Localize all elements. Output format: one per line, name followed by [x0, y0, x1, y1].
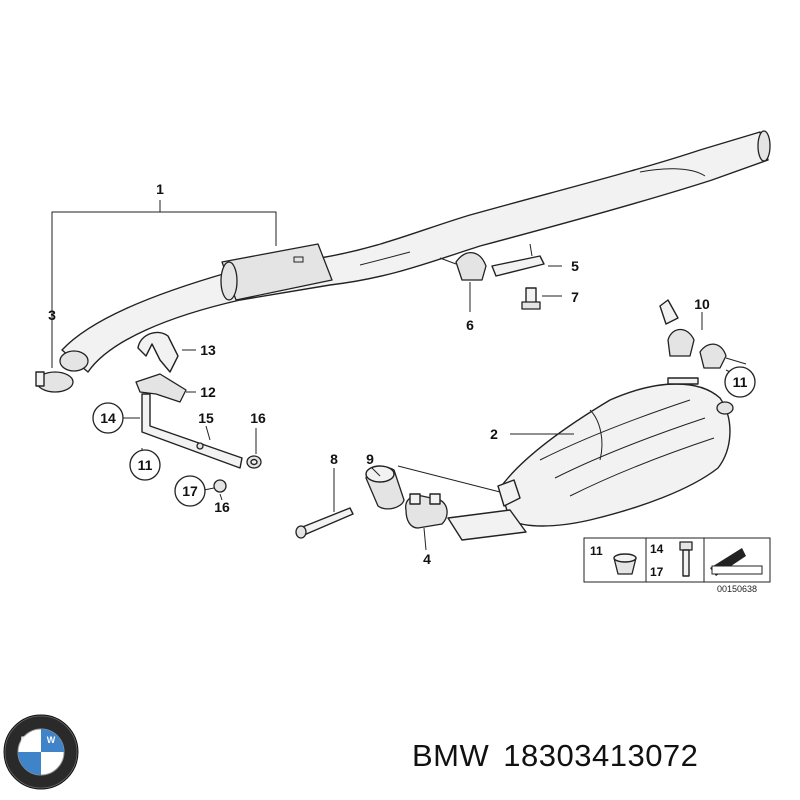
callout-circle-11-right: [724, 366, 756, 398]
legend-label-11: 11: [590, 544, 603, 558]
bracket-5: [491, 243, 545, 277]
label-17: 17: [182, 483, 198, 499]
brand-name: BMW: [412, 738, 490, 773]
label-11-left: 11: [138, 457, 153, 473]
label-7: 7: [571, 289, 579, 305]
label-3: 3: [48, 307, 56, 323]
label-8: 8: [330, 451, 338, 467]
callout-circle-17: [174, 475, 206, 507]
label-11-right: 11: [733, 374, 748, 390]
label-16-top: 16: [250, 410, 266, 426]
centre-silencer: [220, 243, 333, 301]
label-9: 9: [366, 451, 374, 467]
clip-12: [135, 373, 187, 403]
label-10: 10: [694, 296, 710, 312]
part-number: 18303413072: [503, 738, 699, 773]
legend-box: 11 14 17 00150638: [583, 537, 771, 594]
label-16-bottom: 16: [214, 499, 230, 515]
label-12: 12: [200, 384, 216, 400]
label-13: 13: [200, 342, 216, 358]
label-15: 15: [198, 410, 214, 426]
product-caption: BMW 18303413072: [412, 738, 712, 774]
label-4: 4: [423, 551, 431, 567]
label-14: 14: [100, 410, 116, 426]
callout-circle-11-left: [129, 449, 161, 481]
grommet-icon: [613, 553, 637, 575]
bolt-icon: [679, 541, 693, 577]
bolt-7: [521, 287, 541, 310]
clip-13: [137, 331, 179, 373]
logo-letters: BMW: [21, 735, 62, 745]
pipe-clamp-3: [35, 371, 74, 393]
legend-label-17: 17: [650, 565, 664, 579]
bracket-15: [141, 393, 243, 469]
clamp-4: [405, 493, 448, 529]
rear-silencer: [497, 377, 734, 527]
rubber-mount-10: [659, 299, 747, 369]
nut-17: [213, 479, 227, 493]
callout-circle-14: [92, 402, 124, 434]
legend-label-14: 14: [650, 542, 664, 556]
bolt-8: [295, 507, 354, 539]
sleeve-9: [365, 465, 405, 510]
foam-pad-icon: [710, 548, 763, 576]
label-6: 6: [466, 317, 474, 333]
leader-lines: [51, 200, 735, 551]
label-2: 2: [490, 426, 498, 442]
bmw-logo: BMW: [3, 714, 79, 790]
rear-pipe: [447, 509, 527, 541]
diagram-code: 00150638: [717, 584, 757, 594]
rubber-mount-6: [439, 252, 487, 281]
label-5: 5: [571, 258, 579, 274]
washer-16: [246, 455, 262, 469]
label-1: 1: [156, 181, 164, 197]
